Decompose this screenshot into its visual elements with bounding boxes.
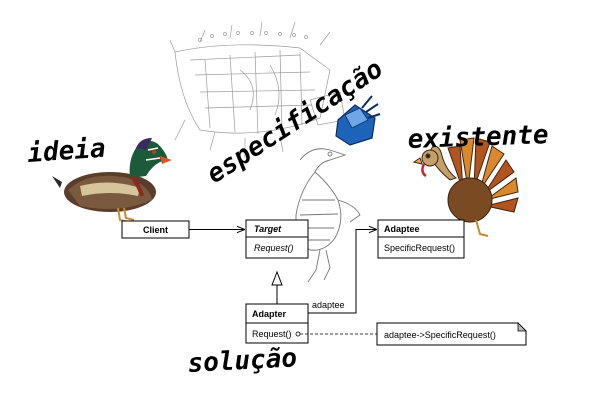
- association-label: adaptee: [312, 300, 345, 310]
- word-existente: existente: [407, 120, 549, 155]
- target-class: Target Request(): [245, 219, 309, 259]
- adapter-title: Adapter: [252, 309, 287, 319]
- plane-blueprint-sketch: [169, 21, 346, 158]
- cartoon-turkey: [412, 137, 519, 237]
- target-operation: Request(): [254, 243, 294, 253]
- adapter-class: Adapter Request(): [245, 303, 309, 344]
- word-ideia: ideia: [26, 134, 106, 169]
- adaptee-title: Adaptee: [384, 224, 420, 234]
- note-anchor: [295, 331, 301, 337]
- client-class: Client: [121, 220, 190, 239]
- note-text: adaptee->SpecificRequest(): [384, 330, 496, 340]
- adapter-operation: Request(): [252, 329, 292, 339]
- target-title: Target: [254, 224, 282, 234]
- generalization-arrow: [271, 270, 283, 304]
- blue-adapter-icon: [335, 95, 381, 146]
- bird-skeleton-sketch: [295, 148, 361, 283]
- implementation-note: adaptee->SpecificRequest(): [376, 322, 527, 346]
- duck-illustration: [52, 138, 172, 223]
- word-solucao: solução: [187, 343, 298, 379]
- adaptee-operation: SpecificRequest(): [384, 243, 455, 253]
- client-label: Client: [143, 225, 168, 235]
- adaptee-class: Adaptee SpecificRequest(): [377, 219, 465, 259]
- adapter-adaptee-association: [308, 230, 377, 314]
